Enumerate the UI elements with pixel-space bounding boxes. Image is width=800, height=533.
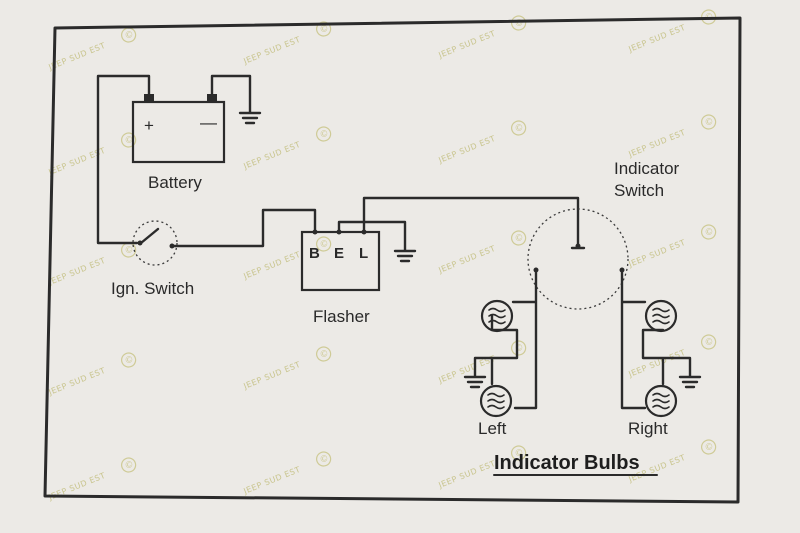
svg-text:©: ©: [703, 336, 715, 349]
svg-text:©: ©: [703, 226, 715, 239]
wire-ignition-to-flasher-b: [170, 208, 317, 248]
flasher-terminal-l: L: [359, 245, 368, 262]
wire-switch-to-right-bulbs: [620, 268, 647, 410]
left-bulb-rear-icon: [479, 384, 513, 418]
ground-battery-icon: [238, 111, 262, 125]
battery-body: [131, 100, 226, 164]
svg-text:©: ©: [318, 23, 330, 36]
diagram-frame: [43, 16, 742, 504]
svg-text:©: ©: [123, 29, 135, 42]
ground-right-icon: [678, 375, 702, 389]
flasher-terminal-b: B: [309, 245, 320, 262]
flasher-label: Flasher: [313, 307, 370, 326]
right-bulb-rear-icon: [644, 384, 678, 418]
svg-text:©: ©: [513, 232, 525, 245]
svg-text:©: ©: [123, 244, 135, 257]
ignition-switch-label: Ign. Switch: [111, 279, 194, 298]
battery-plus-sign: +: [144, 116, 154, 135]
wire-switch-to-left-bulbs: [511, 268, 538, 410]
wire-battery-negative-to-ground: [210, 74, 252, 114]
svg-text:©: ©: [318, 348, 330, 361]
svg-text:©: ©: [123, 459, 135, 472]
wire-left-bulbs-to-ground: [473, 314, 519, 386]
indicator-bulbs-label: Indicator Bulbs: [494, 452, 640, 474]
indicator-switch-label-line1: Indicator: [614, 159, 680, 178]
battery-negative-post: [207, 94, 217, 103]
battery: + — Battery: [131, 94, 226, 192]
indicator-switch-dashed-circle: [527, 208, 629, 310]
ignition-switch-dashed-circle: [132, 220, 178, 266]
ground-left-icon: [463, 375, 487, 389]
left-bulbs-label: Left: [478, 419, 507, 438]
wire-right-bulbs-to-ground: [641, 328, 692, 386]
wire-flasher-e-to-ground: [337, 220, 407, 252]
left-bulb-front-icon: [480, 299, 514, 333]
ignition-switch-lever: [139, 227, 160, 245]
wire-battery-positive-to-ignition: [96, 74, 151, 245]
wire-flasher-l-to-indicator-switch: [362, 196, 580, 248]
svg-text:©: ©: [513, 447, 525, 460]
ignition-switch: Ign. Switch: [111, 220, 194, 298]
right-bulb-front-icon: [644, 299, 678, 333]
svg-text:©: ©: [318, 128, 330, 141]
flasher: B E L Flasher: [300, 229, 381, 326]
svg-text:©: ©: [318, 238, 330, 251]
svg-text:©: ©: [703, 116, 715, 129]
battery-label: Battery: [148, 173, 202, 192]
battery-minus-sign: —: [200, 113, 217, 132]
svg-text:©: ©: [513, 122, 525, 135]
svg-text:©: ©: [123, 354, 135, 367]
right-bulbs-label: Right: [628, 419, 668, 438]
battery-positive-post: [144, 94, 154, 103]
flasher-terminal-e: E: [334, 245, 344, 262]
indicator-switch: Indicator Switch: [527, 159, 680, 310]
svg-text:©: ©: [703, 441, 715, 454]
svg-text:©: ©: [318, 453, 330, 466]
ground-flasher-icon: [393, 249, 417, 263]
indicator-switch-label-line2: Switch: [614, 181, 664, 200]
